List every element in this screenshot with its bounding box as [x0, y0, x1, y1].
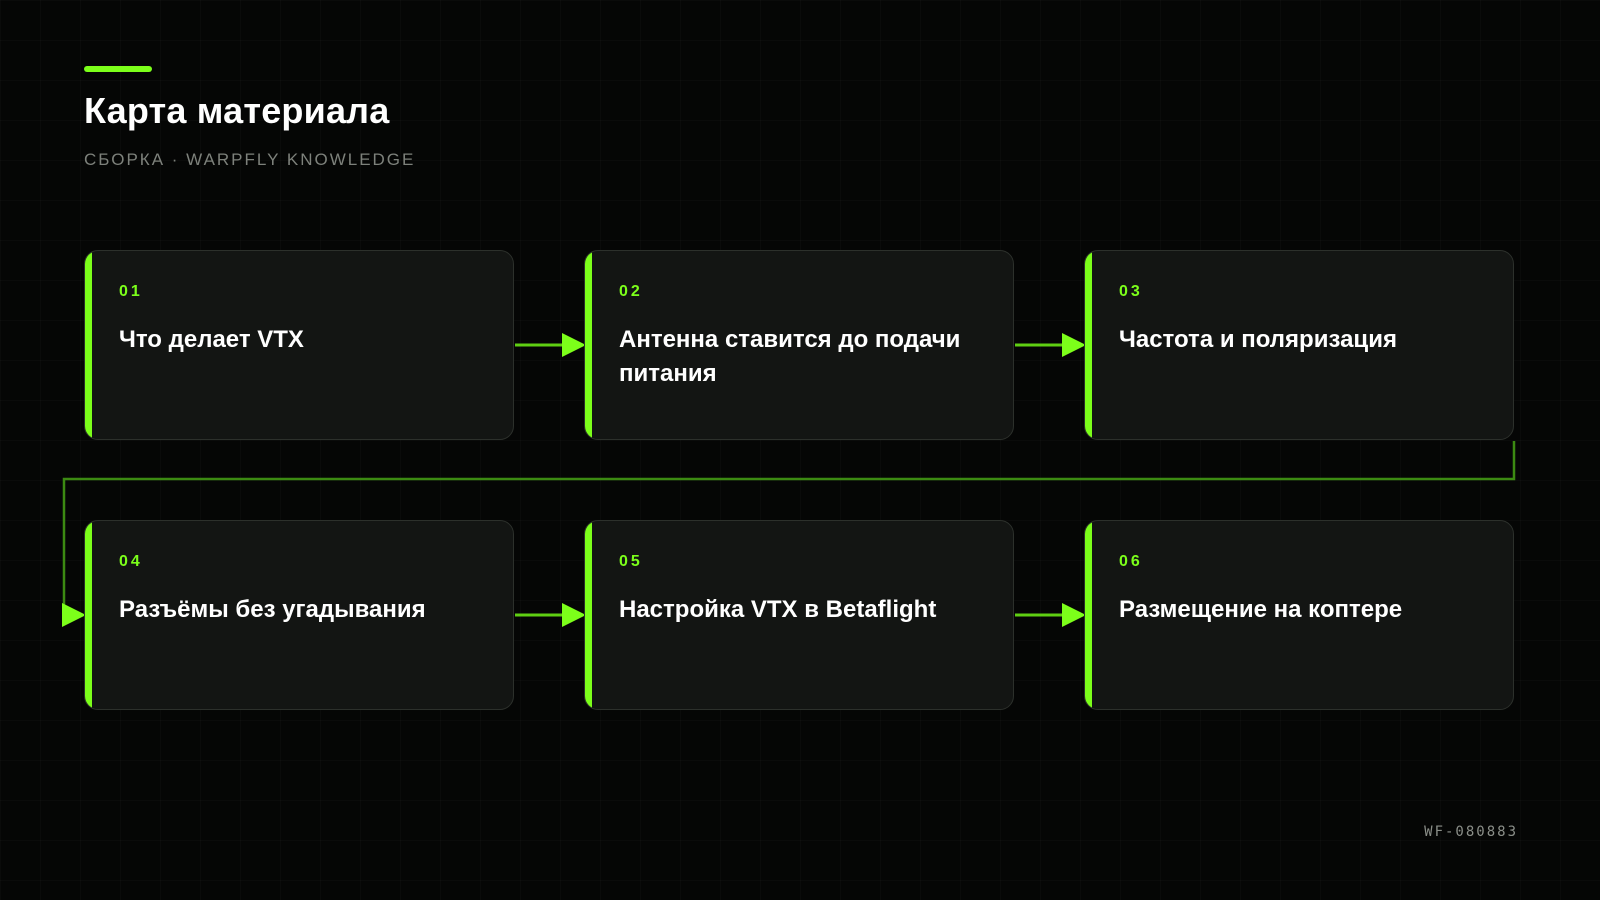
step-title: Частота и поляризация — [1119, 326, 1397, 353]
step-card-6[interactable]: 06 Размещение на коптере — [1084, 520, 1514, 710]
step-number: 01 — [119, 283, 143, 300]
page-title: Карта материала — [84, 90, 390, 131]
step-title: Что делает VTX — [119, 326, 304, 353]
step-card-5[interactable]: 05 Настройка VTX в Betaflight — [584, 520, 1014, 710]
step-number: 05 — [619, 553, 643, 570]
step-card-3[interactable]: 03 Частота и поляризация — [1084, 250, 1514, 440]
arrow-head-6 — [1062, 603, 1086, 627]
step-title: Размещение на коптере — [1119, 596, 1403, 623]
title-accent-bar — [84, 66, 152, 72]
step-number: 04 — [119, 553, 143, 570]
step-number: 06 — [1119, 553, 1143, 570]
arrow-head-2 — [562, 333, 586, 357]
step-number: 02 — [619, 283, 643, 300]
arrow-head-5 — [562, 603, 586, 627]
document-code: WF-080883 — [1424, 824, 1518, 840]
step-card-1[interactable]: 01 Что делает VTX — [84, 250, 514, 440]
arrow-head-4 — [62, 603, 86, 627]
step-title: Антенна ставится до подачи питания — [619, 326, 961, 387]
step-number: 03 — [1119, 283, 1143, 300]
arrow-head-3 — [1062, 333, 1086, 357]
page-subtitle: СБОРКА · WARPFLY KNOWLEDGE — [84, 150, 416, 169]
step-title: Настройка VTX в Betaflight — [619, 596, 937, 623]
step-title: Разъёмы без угадывания — [119, 596, 426, 623]
step-card-4[interactable]: 04 Разъёмы без угадывания — [84, 520, 514, 710]
step-card-2[interactable]: 02 Антенна ставится до подачи питания — [584, 250, 1014, 440]
